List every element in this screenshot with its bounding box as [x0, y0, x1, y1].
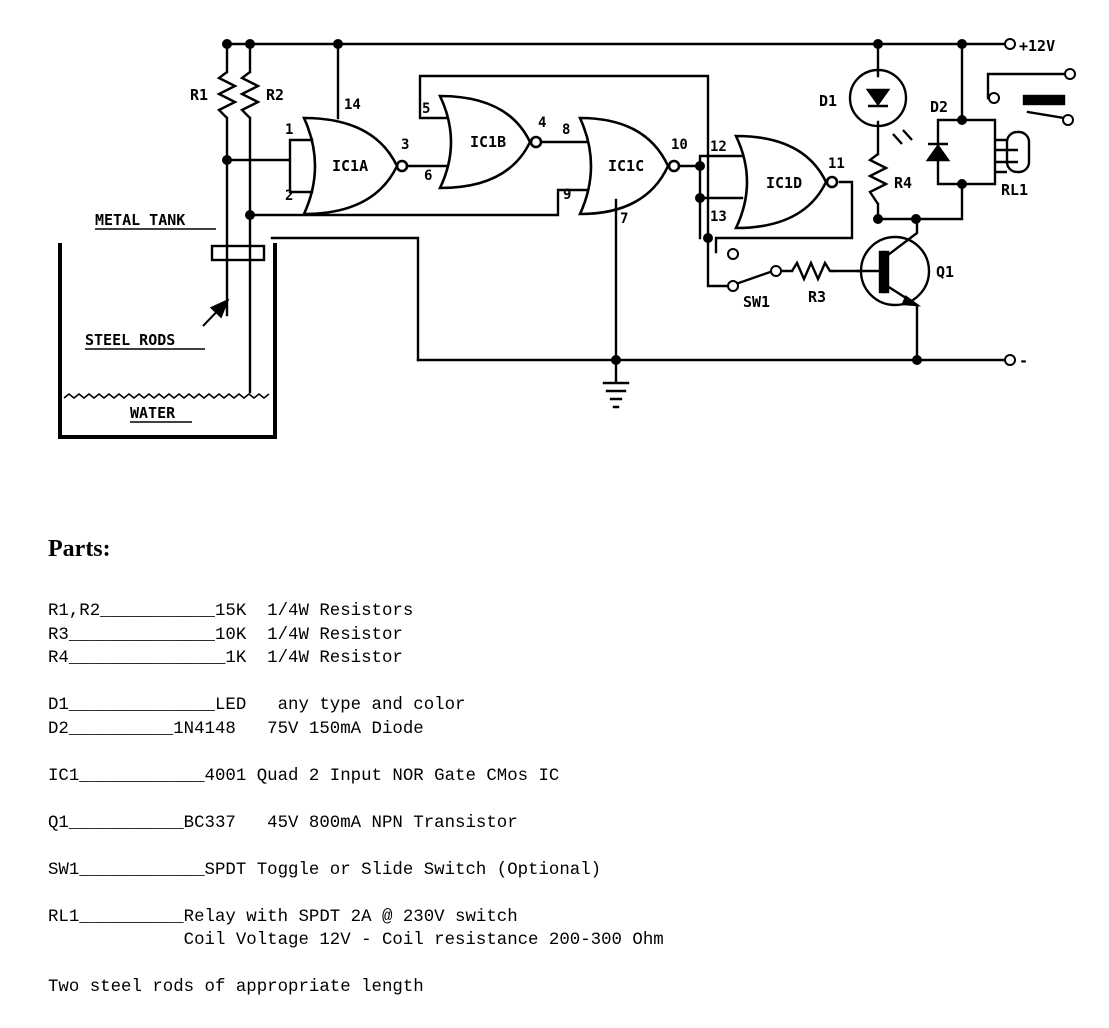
label-ic1b: IC1B: [470, 133, 506, 151]
label-vminus: -: [1019, 352, 1028, 370]
diode-d2: [925, 142, 951, 162]
label-r1: R1: [190, 86, 208, 104]
nor-gate-ic1b: [437, 94, 543, 190]
nor-gate-ic1a: [301, 116, 409, 216]
nor-gate-ic1d: [733, 134, 839, 230]
label-q1: Q1: [936, 263, 954, 281]
label-r4: R4: [894, 174, 912, 192]
label-steel-rods: STEEL RODS: [85, 331, 175, 349]
pin-6: 6: [424, 168, 432, 184]
junction-dots: [222, 39, 967, 365]
pin-5: 5: [422, 101, 430, 117]
resistor-r1: [216, 71, 238, 119]
label-sw1: SW1: [743, 293, 770, 311]
pin-7: 7: [620, 211, 628, 227]
pin-14: 14: [344, 97, 361, 113]
pin-4: 4: [538, 115, 546, 131]
parts-spacer: [48, 953, 664, 977]
pin-13: 13: [710, 209, 727, 225]
resistor-r3: [790, 260, 834, 282]
pin-9: 9: [563, 187, 571, 203]
pin-3: 3: [401, 137, 409, 153]
resistor-r2: [239, 71, 261, 119]
parts-line: Coil Voltage 12V - Coil resistance 200-3…: [48, 931, 664, 950]
transistor-q1: [859, 235, 931, 307]
label-d1: D1: [819, 92, 837, 110]
label-rl1: RL1: [1001, 181, 1028, 199]
pin-11: 11: [828, 156, 845, 172]
wires: [58, 42, 1068, 439]
parts-spacer: [48, 788, 664, 812]
parts-spacer: [48, 882, 664, 906]
parts-line: R4_______________1K 1/4W Resistor: [48, 649, 403, 668]
parts-line: IC1____________4001 Quad 2 Input NOR Gat…: [48, 766, 560, 786]
parts-line: D1______________LED any type and color: [48, 696, 466, 715]
label-metal-tank: METAL TANK: [95, 211, 185, 229]
parts-line: Q1___________BC337 45V 800mA NPN Transis…: [48, 813, 518, 833]
pin-12: 12: [710, 139, 727, 155]
pin-10: 10: [671, 137, 688, 153]
resistor-r4: [867, 153, 889, 205]
parts-spacer: [48, 835, 664, 859]
label-ic1d: IC1D: [766, 174, 802, 192]
parts-line: Two steel rods of appropriate length: [48, 978, 424, 997]
label-ic1a: IC1A: [332, 157, 368, 175]
label-r3: R3: [808, 288, 826, 306]
led-d1: [848, 68, 913, 145]
label-r2: R2: [266, 86, 284, 104]
label-vplus: +12V: [1019, 37, 1055, 55]
terminals: [727, 38, 1076, 366]
steel-rods-arrow: [202, 298, 230, 327]
relay-rl1: [995, 94, 1066, 174]
parts-heading: Parts:: [48, 536, 111, 562]
parts-spacer: [48, 671, 664, 695]
parts-line: D2__________1N4148 75V 150mA Diode: [48, 719, 424, 739]
parts-line: R3______________10K 1/4W Resistor: [48, 625, 403, 645]
parts-line: R1,R2___________15K 1/4W Resistors: [48, 602, 414, 621]
pin-1: 1: [285, 122, 293, 138]
parts-spacer: [48, 741, 664, 765]
label-underlines: [85, 228, 216, 423]
nor-gate-ic1c: [577, 116, 681, 216]
water-surface: [63, 393, 270, 399]
label-ic1c: IC1C: [608, 157, 644, 175]
label-d2: D2: [930, 98, 948, 116]
parts-line: RL1__________Relay with SPDT 2A @ 230V s…: [48, 907, 518, 927]
parts-line: SW1____________SPDT Toggle or Slide Swit…: [48, 860, 602, 880]
pin-8: 8: [562, 122, 570, 138]
circuit-schematic: R1 R2 IC1A IC1B IC1C IC1D D1 D2 R4 RL1 Q…: [58, 37, 1076, 439]
label-water: WATER: [130, 404, 176, 422]
pin-2: 2: [285, 188, 293, 204]
